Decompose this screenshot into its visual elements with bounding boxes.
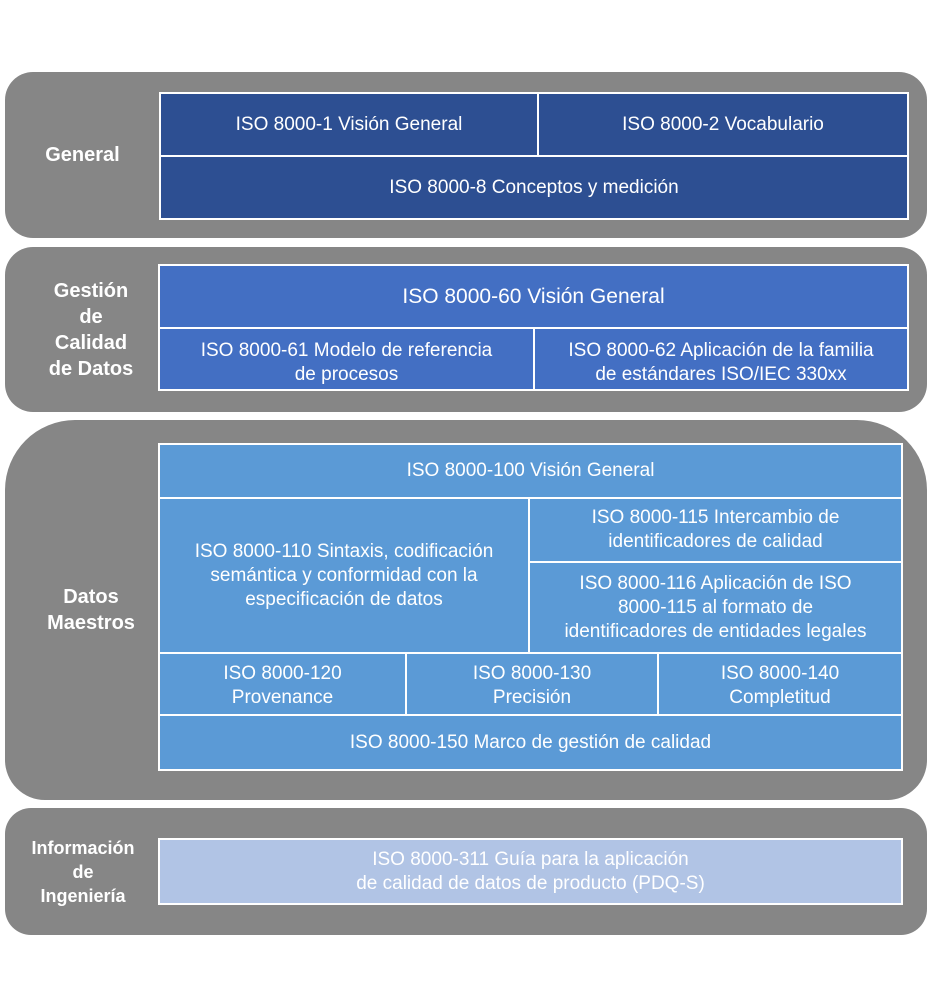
box-iso-8000-140: ISO 8000-140 Completitud xyxy=(657,652,903,716)
box-text-line: especificación de datos xyxy=(245,588,443,610)
box-text-line: Provenance xyxy=(231,687,334,708)
group-general: General ISO 8000-1 Visión General ISO 80… xyxy=(5,72,927,238)
box-iso-8000-150: ISO 8000-150 Marco de gestión de calidad xyxy=(158,714,903,771)
group-label-general: General xyxy=(5,72,160,238)
group-label-datos-maestros: Datos Maestros xyxy=(5,420,177,800)
box-text-line: de estándares ISO/IEC 330xx xyxy=(595,364,847,385)
group-label-line: Información xyxy=(31,837,135,858)
group-datos-maestros: Datos Maestros ISO 8000-100 Visión Gener… xyxy=(5,420,927,800)
group-label-line: General xyxy=(45,144,120,166)
group-label-gestion: Gestión de Calidad de Datos xyxy=(5,247,177,412)
box-text-line: semántica y conformidad con la xyxy=(210,564,478,586)
box-iso-8000-2: ISO 8000-2 Vocabulario xyxy=(537,92,909,157)
group-label-line: de Datos xyxy=(48,357,134,380)
box-text-line: 8000-115 al formato de xyxy=(617,596,814,618)
box-text-line: ISO 8000-140 xyxy=(720,663,840,684)
box-text-line: ISO 8000-62 Aplicación de la familia xyxy=(568,340,874,361)
group-label-line: Maestros xyxy=(47,612,135,634)
box-iso-8000-8: ISO 8000-8 Conceptos y medición xyxy=(159,155,909,220)
box-text-line: ISO 8000-8 Conceptos y medición xyxy=(389,176,679,198)
box-iso-8000-130: ISO 8000-130 Precisión xyxy=(405,652,659,716)
box-text-line: ISO 8000-116 Aplicación de ISO xyxy=(579,572,852,594)
box-iso-8000-120: ISO 8000-120 Provenance xyxy=(158,652,407,716)
box-text-line: ISO 8000-130 xyxy=(472,663,592,684)
box-text-line: ISO 8000-150 Marco de gestión de calidad xyxy=(349,731,712,753)
box-text-line: ISO 8000-60 Visión General xyxy=(402,284,665,308)
box-iso-8000-100: ISO 8000-100 Visión General xyxy=(158,443,903,499)
box-text-line: ISO 8000-2 Vocabulario xyxy=(622,113,824,135)
group-label-line: Datos xyxy=(63,586,119,608)
box-iso-8000-311: ISO 8000-311 Guía para la aplicación de … xyxy=(158,838,903,905)
box-text-line: ISO 8000-110 Sintaxis, codificación xyxy=(194,540,494,562)
group-label-line: Ingeniería xyxy=(40,885,126,906)
box-iso-8000-116: ISO 8000-116 Aplicación de ISO 8000-115 … xyxy=(528,561,903,654)
group-label-line: Calidad xyxy=(54,331,128,354)
box-text-line: ISO 8000-1 Visión General xyxy=(235,113,463,135)
box-text-line: ISO 8000-61 Modelo de referencia xyxy=(200,340,493,361)
box-iso-8000-60: ISO 8000-60 Visión General xyxy=(158,264,909,329)
box-text-line: ISO 8000-120 xyxy=(223,663,342,684)
box-text-line: Completitud xyxy=(729,687,831,708)
box-text-line: de calidad de datos de producto (PDQ-S) xyxy=(356,872,705,894)
box-iso-8000-62: ISO 8000-62 Aplicación de la familia de … xyxy=(533,327,909,391)
box-iso-8000-1: ISO 8000-1 Visión General xyxy=(159,92,539,157)
group-informacion-ingenieria: Información de Ingeniería ISO 8000-311 G… xyxy=(5,808,927,935)
box-text-line: Precisión xyxy=(492,687,572,708)
group-label-line: Gestión xyxy=(53,279,129,302)
group-label-ingenieria: Información de Ingeniería xyxy=(5,808,161,935)
group-gestion-calidad-datos: Gestión de Calidad de Datos ISO 8000-60 … xyxy=(5,247,927,412)
box-text-line: de procesos xyxy=(294,364,399,385)
box-text-line: identificadores de entidades legales xyxy=(564,620,867,642)
group-label-line: de xyxy=(72,861,94,882)
box-text-line: ISO 8000-100 Visión General xyxy=(406,460,655,481)
box-iso-8000-110: ISO 8000-110 Sintaxis, codificación semá… xyxy=(158,497,530,654)
box-text-line: ISO 8000-115 Intercambio de xyxy=(591,507,840,528)
box-iso-8000-61: ISO 8000-61 Modelo de referencia de proc… xyxy=(158,327,535,391)
box-iso-8000-115: ISO 8000-115 Intercambio de identificado… xyxy=(528,497,903,563)
group-label-line: de xyxy=(79,305,103,328)
box-text-line: ISO 8000-311 Guía para la aplicación xyxy=(372,848,689,870)
box-text-line: identificadores de calidad xyxy=(608,531,823,552)
